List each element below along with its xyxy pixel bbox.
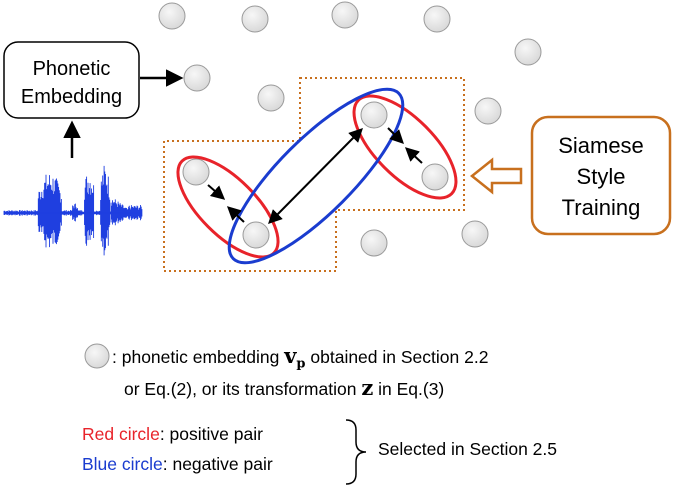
legend-line2-suffix: in Eq.(3) [373, 379, 445, 399]
legend-blue-line: Blue circle: negative pair [82, 454, 273, 475]
blue-circle-label: Blue circle [82, 454, 163, 474]
siamese-box-line1: Siamese [558, 133, 644, 158]
legend-desc-part2: obtained in Section 2.2 [305, 347, 489, 367]
background-nodes [158, 1, 542, 257]
node-pair-right-top [360, 101, 388, 129]
selected-section-text: Selected in Section 2.5 [378, 439, 558, 459]
left-pair-arrow-in [207, 184, 226, 200]
background-node [158, 2, 186, 30]
z-symbol: z [361, 375, 374, 400]
background-node [461, 220, 489, 248]
background-node [474, 97, 502, 125]
siamese-hollow-arrow [469, 157, 523, 195]
blue-circle-desc: : negative pair [162, 454, 273, 474]
legend-desc-part1: : phonetic embedding [112, 347, 285, 367]
right-pair-arrow-in [387, 127, 404, 144]
background-node [183, 64, 211, 92]
vp-subscript: p [296, 356, 306, 372]
phonetic-box-line1: Phonetic [33, 58, 111, 80]
phonetic-embedding-box: Phonetic Embedding [3, 41, 140, 119]
background-node [423, 5, 451, 33]
background-node [331, 1, 359, 29]
legend-brace [345, 419, 367, 485]
red-circle-right [352, 94, 458, 200]
vp-symbol: v [284, 343, 297, 368]
legend-line-2: or Eq.(2), or its transformation z in Eq… [124, 375, 444, 400]
siamese-box-line2: Style [577, 164, 626, 189]
background-node [257, 84, 285, 112]
waveform-trace [3, 165, 143, 256]
legend-node-icon [84, 343, 110, 369]
siamese-training-box: Siamese Style Training [530, 115, 672, 236]
right-pair-arrow-out [404, 147, 423, 164]
node-pair-left-bottom [242, 221, 270, 249]
red-circle-desc: : positive pair [159, 424, 263, 444]
left-pair-arrow-out [226, 206, 245, 223]
audio-waveform [3, 165, 143, 256]
node-pair-right-bottom [421, 163, 449, 191]
phonetic-box-line2: Embedding [21, 86, 122, 108]
negative-pair-double-arrow [268, 128, 363, 224]
legend-red-line: Red circle: positive pair [82, 424, 263, 445]
legend-line-1: : phonetic embedding vp obtained in Sect… [112, 343, 488, 372]
red-circle-label: Red circle [82, 424, 160, 444]
node-pair-left-top [182, 158, 210, 186]
background-node [241, 5, 269, 33]
legend-line2-prefix: or Eq.(2), or its transformation [124, 379, 362, 399]
siamese-box-line3: Training [562, 195, 641, 220]
background-node [514, 38, 542, 66]
background-node [360, 229, 388, 257]
dashed-region [163, 77, 465, 272]
